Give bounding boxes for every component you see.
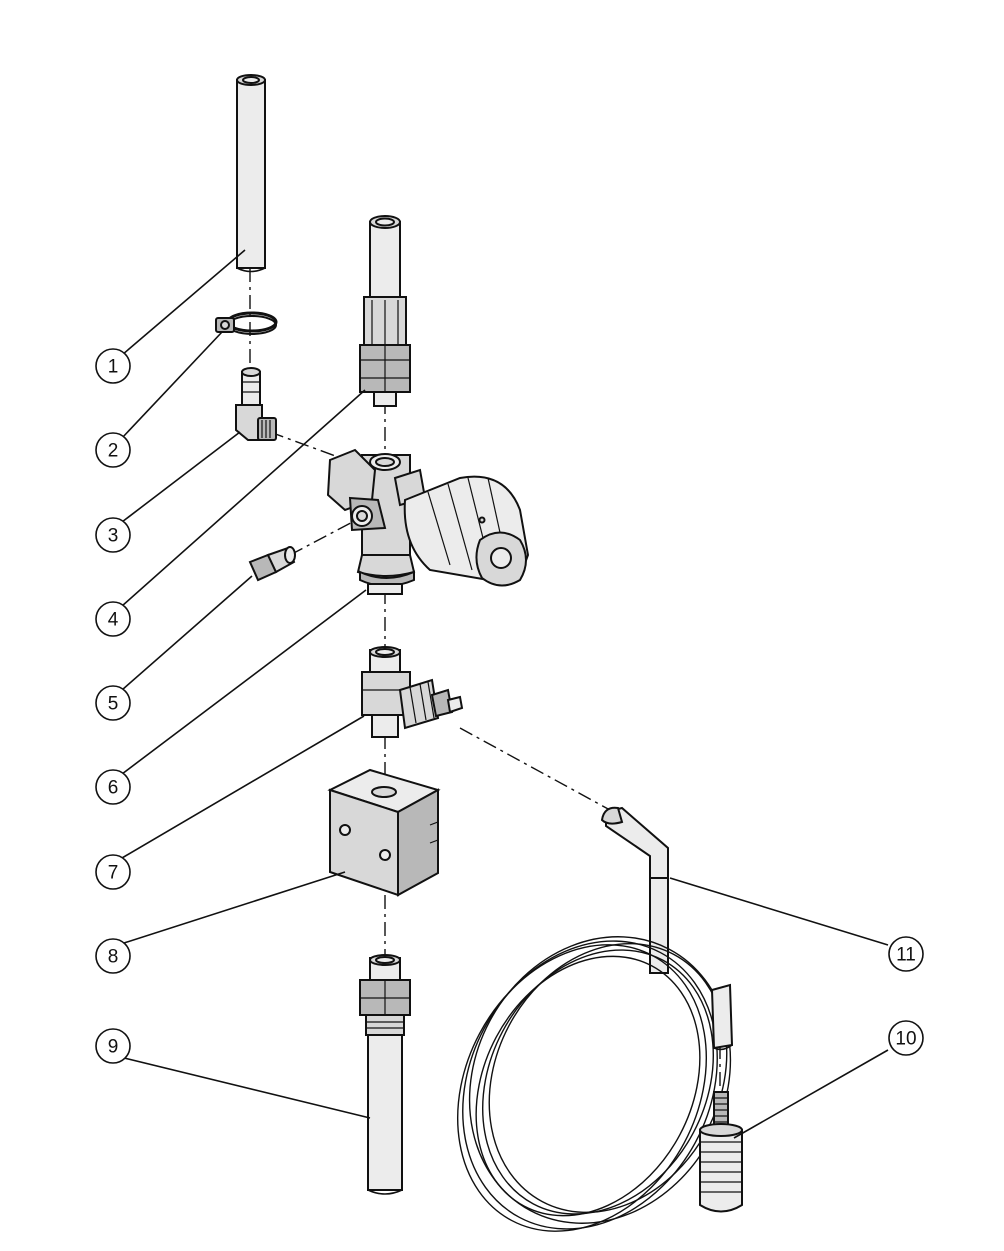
part-4-upper-tube <box>359 215 411 407</box>
part-1-tube <box>236 74 266 273</box>
callout-3: 3 <box>95 517 131 553</box>
callout-label: 11 <box>896 945 916 966</box>
callout-6: 6 <box>95 769 131 805</box>
callout-10: 10 <box>888 1020 924 1056</box>
part-2-hose-clamp <box>215 311 278 335</box>
valve-body <box>326 448 427 595</box>
assembly-centerlines <box>249 268 721 1090</box>
part-10-strainer <box>699 1091 743 1213</box>
callout-4: 4 <box>95 601 131 637</box>
callout-9: 9 <box>95 1028 131 1064</box>
part-5-plug <box>248 546 296 582</box>
adjustment-knob <box>403 475 530 587</box>
part-7-tee-fitting <box>361 646 411 738</box>
callout-5: 5 <box>95 685 131 721</box>
callout-7: 7 <box>95 854 131 890</box>
callout-label: 7 <box>108 863 119 884</box>
callout-label: 5 <box>108 694 119 715</box>
callout-label: 8 <box>108 947 119 968</box>
callout-label: 9 <box>108 1037 119 1058</box>
leader-lines <box>121 249 889 1139</box>
callout-2: 2 <box>95 432 131 468</box>
part-8-mounting-block <box>327 768 441 897</box>
part-3-elbow-fitting <box>235 367 277 441</box>
callout-8: 8 <box>95 938 131 974</box>
callout-label: 2 <box>108 441 119 462</box>
callout-11: 11 <box>888 936 924 972</box>
callout-1: 1 <box>95 348 131 384</box>
callout-label: 6 <box>108 778 119 799</box>
callout-label: 3 <box>108 526 119 547</box>
callout-label: 10 <box>895 1029 916 1050</box>
part-9-lower-hose <box>359 954 411 1195</box>
callout-label: 1 <box>108 357 119 378</box>
part-6-chemical-injector <box>398 678 464 730</box>
callout-label: 4 <box>108 610 119 631</box>
